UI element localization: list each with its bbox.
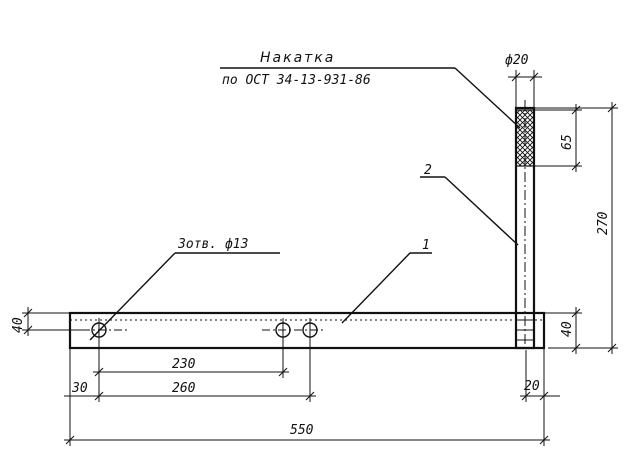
dim-40-left-label: 40: [11, 317, 26, 333]
hole-2: [275, 318, 291, 342]
knurl-standard: по ОСТ 34-13-931-86: [222, 73, 371, 88]
hole-3: [302, 318, 318, 342]
dim-260-label: 260: [172, 381, 196, 396]
dimension-lines: [22, 70, 618, 446]
part-2-label: 2: [424, 163, 432, 178]
dim-65-label: 65: [560, 134, 575, 150]
holes-note: 3отв. ф13: [177, 237, 248, 252]
knurl-zone: [515, 109, 535, 167]
knurl-title: Накатка: [260, 50, 335, 66]
dim-270-label: 270: [596, 211, 611, 235]
dim-20-label: 20: [524, 379, 540, 394]
vertical-rod: [514, 100, 545, 350]
dim-230-label: 230: [172, 357, 196, 372]
rod-diameter-label: ф20: [505, 53, 529, 68]
dim-550-label: 550: [290, 423, 314, 438]
dim-40-right-label: 40: [560, 321, 575, 337]
dim-30-label: 30: [71, 381, 88, 396]
leader-lines: [89, 67, 521, 341]
part-1-label: 1: [422, 238, 430, 253]
base-bar: [68, 311, 546, 350]
